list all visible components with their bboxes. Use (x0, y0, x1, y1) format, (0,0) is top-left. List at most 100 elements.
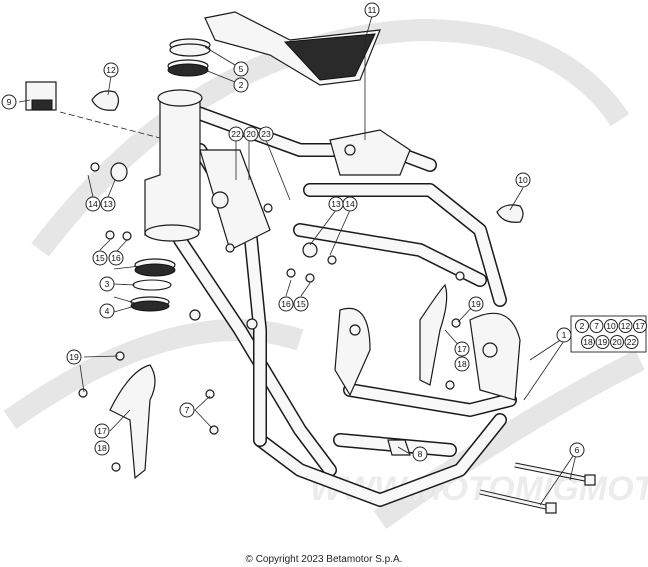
callout-c15a: 15 (92, 250, 108, 266)
callout-c5: 5 (233, 61, 249, 77)
steering-head (144, 89, 203, 242)
callout-c23: 23 (258, 126, 274, 142)
callout-circle (515, 172, 531, 188)
callout-c9: 9 (1, 94, 17, 110)
callout-c7: 7 (179, 402, 195, 418)
callout-number: 11 (368, 5, 377, 15)
callout-circle (103, 62, 119, 78)
callout-number: 23 (261, 129, 271, 139)
callout-c13b: 13 (328, 196, 344, 212)
callout-number: 6 (575, 445, 580, 455)
skid-plate (204, 11, 381, 86)
callout-circle (228, 126, 244, 142)
callout-number: 12 (621, 321, 631, 331)
callout-c4: 4 (99, 303, 115, 319)
callout-number: 18 (583, 337, 593, 347)
callout-number: 17 (457, 344, 467, 354)
callout-circle (556, 327, 572, 343)
callout-circle (569, 442, 585, 458)
callout-circle (100, 196, 116, 212)
callout-number: 8 (418, 449, 423, 459)
callout-number: 15 (296, 299, 306, 309)
callout-number: 7 (594, 321, 599, 331)
callout-number: 1 (562, 330, 567, 340)
callout-c20: 20 (243, 126, 259, 142)
callout-number: 2 (239, 80, 244, 90)
callout-number: 18 (97, 443, 107, 453)
callout-circle (618, 319, 633, 333)
callout-circle (66, 349, 82, 365)
callout-circle (589, 319, 604, 333)
callout-circle (94, 440, 110, 456)
callout-number: 20 (612, 337, 622, 347)
bushing-9 (25, 81, 161, 139)
callout-c14a: 14 (85, 196, 101, 212)
callout-c17b: 17 (94, 423, 110, 439)
callout-c19b: 19 (468, 296, 484, 312)
callout-circle (412, 446, 428, 462)
callout-c3: 3 (99, 276, 115, 292)
callout-number: 22 (231, 129, 241, 139)
callout-c16a: 16 (108, 250, 124, 266)
callout-number: 22 (627, 337, 637, 347)
callout-circle (92, 250, 108, 266)
callout-circle (94, 423, 110, 439)
callout-circle (468, 296, 484, 312)
callout-circle (581, 335, 595, 349)
clamp-10 (496, 204, 524, 223)
clamp-12 (91, 90, 120, 111)
callout-number: 15 (95, 253, 105, 263)
callout-number: 4 (105, 306, 110, 316)
callout-c16b: 16 (278, 296, 294, 312)
callout-c8: 8 (412, 446, 428, 462)
bracket-right (419, 283, 448, 386)
callout-circle (454, 341, 470, 357)
callout-circle (258, 126, 274, 142)
callout-circle (293, 296, 309, 312)
callout-c15b: 15 (293, 296, 309, 312)
callout-circle (85, 196, 101, 212)
callout-circle (179, 402, 195, 418)
callout-number: 10 (518, 175, 528, 185)
bracket-left (109, 364, 156, 480)
callout-circle (604, 319, 618, 333)
callout-number: 3 (105, 279, 110, 289)
group-callout: 18 (581, 335, 595, 349)
callout-c17a: 17 (454, 341, 470, 357)
callout-circle (1, 94, 17, 110)
bearings (130, 38, 211, 312)
callout-circle (99, 276, 115, 292)
callout-number: 13 (331, 199, 341, 209)
callout-number: 16 (281, 299, 291, 309)
callout-circle (243, 126, 259, 142)
callout-number: 13 (103, 199, 113, 209)
group-callout: 12 (618, 319, 633, 333)
callout-circle (454, 356, 470, 372)
callout-c18a: 18 (454, 356, 470, 372)
callout-circle (278, 296, 294, 312)
callout-circle (633, 319, 647, 333)
callout-number: 14 (345, 199, 355, 209)
group-callout: 20 (610, 335, 624, 349)
callout-number: 7 (185, 405, 190, 415)
callout-number: 20 (246, 129, 256, 139)
callout-c22: 22 (228, 126, 244, 142)
callout-number: 16 (111, 253, 121, 263)
group-callout: 7 (589, 319, 604, 333)
callout-circle (342, 196, 358, 212)
group-callout: 22 (624, 335, 639, 349)
group-callout: 19 (595, 335, 610, 349)
callout-circle (108, 250, 124, 266)
group-callout: 2 (575, 319, 589, 333)
callout-number: 12 (106, 65, 116, 75)
callout-c18b: 18 (94, 440, 110, 456)
fasteners (78, 162, 465, 472)
group-callout: 17 (633, 319, 647, 333)
callout-circle (595, 335, 610, 349)
callout-number: 9 (7, 97, 12, 107)
callout-number: 19 (69, 352, 79, 362)
callout-number: 17 (97, 426, 107, 436)
callout-number: 5 (239, 64, 244, 74)
